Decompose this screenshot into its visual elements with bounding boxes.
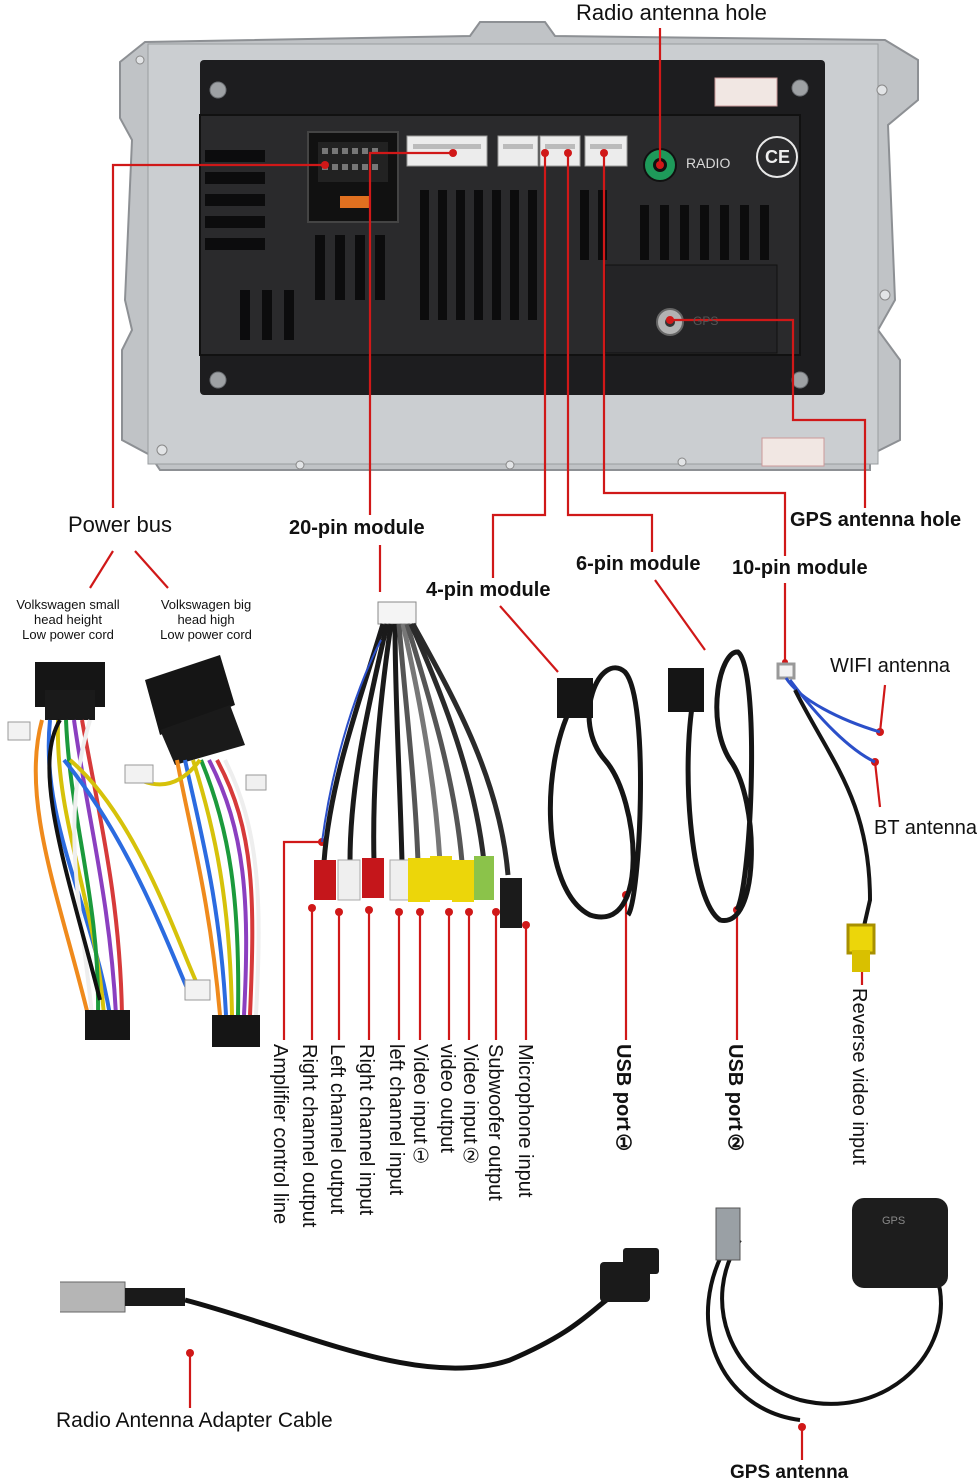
rca-label-video-in-1: Video input① — [409, 1044, 431, 1168]
wifi-antenna-label: WIFI antenna — [830, 655, 951, 677]
rca-label-video-in-2: Video input② — [459, 1044, 481, 1168]
callout-10pin — [602, 153, 787, 556]
rca-label-video-out: video output — [436, 1044, 458, 1153]
power-bus-label: Power bus — [68, 512, 172, 537]
vw-big-line-2: head high — [177, 612, 235, 627]
bt-antenna-label: BT antenna — [874, 817, 978, 839]
rca-label-left-out: Left channel output — [326, 1044, 348, 1215]
panel-gps-text: GPS — [693, 314, 719, 328]
gps-antenna-label: GPS antenna — [730, 1462, 849, 1483]
head-unit — [119, 21, 919, 471]
rca-plugs — [314, 856, 522, 928]
usb-cable-2 — [668, 649, 755, 923]
rca-label-subwoofer: Subwoofer output — [484, 1044, 506, 1201]
gps-antenna-unit — [705, 1198, 948, 1422]
rca-label-right-in: Right channel input — [355, 1044, 377, 1216]
vw-big-label: Volkswagen big head high Low power cord — [148, 597, 264, 642]
vw-big-line-1: Volkswagen big — [160, 597, 252, 612]
pin4-label: 4-pin module — [426, 579, 551, 601]
header-4pin — [497, 135, 539, 167]
rca-label-microphone: Microphone input — [514, 1044, 536, 1198]
vw-small-line-2: head height — [34, 612, 102, 627]
radio-adapter-cable — [60, 1248, 659, 1371]
side-sticker — [761, 437, 825, 467]
callout-gps — [670, 318, 867, 508]
radio-antenna-hole-label: Radio antenna hole — [576, 0, 767, 25]
top-sticker — [714, 77, 778, 107]
callout-4pin — [491, 153, 547, 578]
panel-radio-text: RADIO — [686, 155, 731, 171]
usb-port-1-label: USB port① — [612, 1044, 634, 1155]
header-20pin — [406, 135, 488, 167]
rca-label-amplifier: Amplifier control line — [269, 1044, 291, 1225]
wifi-bt-cable — [776, 662, 881, 972]
vw-harness-big — [124, 655, 267, 1047]
vw-harness-small — [7, 662, 211, 1040]
gps-antenna-hole-label: GPS antenna hole — [790, 509, 962, 531]
gps-unit-logo-text: GPS — [882, 1215, 906, 1227]
callout-20pin — [368, 151, 453, 515]
pin20-label: 20-pin module — [289, 517, 425, 539]
vw-small-label: Volkswagen small head height Low power c… — [10, 597, 126, 642]
rca-label-left-in: left channel input — [385, 1044, 407, 1196]
reverse-video-label: Reverse video input — [848, 988, 870, 1165]
pin10-label: 10-pin module — [732, 557, 868, 579]
gps-recess — [604, 264, 778, 354]
ce-mark — [756, 136, 798, 178]
pin6-label: 6-pin module — [576, 553, 701, 575]
panel-ce-text: CE — [765, 147, 791, 167]
callout-amp — [282, 840, 322, 1040]
usb-port-2-label: USB port② — [724, 1044, 746, 1155]
radio-adapter-label: Radio Antenna Adapter Cable — [56, 1409, 333, 1432]
vw-small-line-1: Volkswagen small — [16, 597, 120, 612]
callout-6pin — [566, 153, 654, 552]
fuse — [340, 196, 370, 208]
vw-big-line-3: Low power cord — [160, 627, 252, 642]
rca-label-right-out: Right channel output — [298, 1044, 320, 1228]
callout-power — [111, 163, 325, 508]
vw-small-line-3: Low power cord — [22, 627, 114, 642]
vent-slots — [205, 150, 769, 340]
rca-bundle — [314, 601, 522, 928]
usb-cable-1 — [547, 665, 643, 920]
